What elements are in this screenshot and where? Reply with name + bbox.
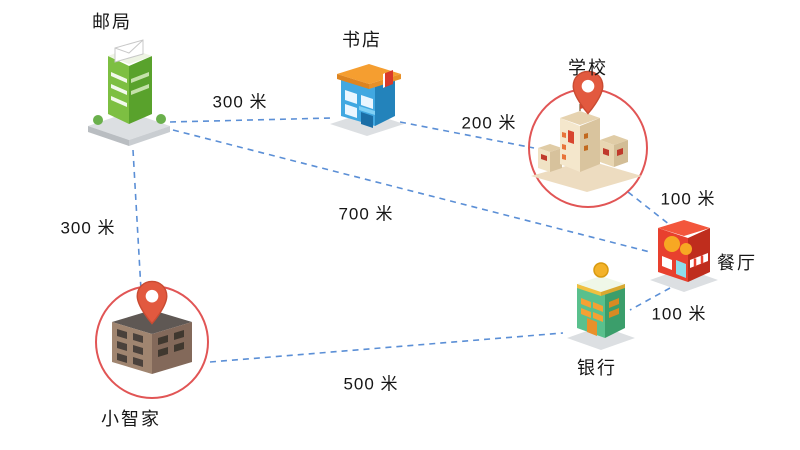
edge-line-postoffice-restaurant (172, 129, 651, 253)
school-building-icon (531, 104, 642, 192)
school-location-pin-icon (572, 70, 604, 115)
edge-line-restaurant-bank (629, 287, 671, 311)
distance-label-home-bank: 500 米 (343, 374, 399, 394)
edge-line-postoffice-home (132, 149, 142, 291)
home-location-pin-icon (136, 280, 168, 325)
node-label-bookstore: 书店 (342, 30, 382, 50)
edge-line-bookstore-school (399, 121, 535, 149)
distance-label-bookstore-school: 200 米 (461, 113, 517, 133)
node-label-home: 小智家 (101, 409, 161, 429)
distance-label-restaurant-bank: 100 米 (651, 304, 707, 324)
node-label-school: 学校 (568, 58, 608, 78)
bank-building-icon (567, 262, 635, 350)
distance-label-postoffice-home: 300 米 (60, 218, 116, 238)
node-label-restaurant: 餐厅 (717, 253, 757, 273)
post-office-building-icon (88, 39, 170, 146)
bookstore-building-icon (330, 64, 404, 136)
edge-line-postoffice-bookstore (169, 117, 333, 123)
node-label-post-office: 邮局 (92, 12, 132, 32)
restaurant-building-icon (650, 220, 718, 292)
distance-label-school-restaurant: 100 米 (660, 189, 716, 209)
distance-label-postoffice-restaurant: 700 米 (338, 204, 394, 224)
edge-line-home-bank (209, 332, 564, 363)
distance-label-postoffice-bookstore: 300 米 (212, 92, 268, 112)
edge-line-school-restaurant (627, 191, 671, 226)
node-label-bank: 银行 (577, 358, 617, 378)
